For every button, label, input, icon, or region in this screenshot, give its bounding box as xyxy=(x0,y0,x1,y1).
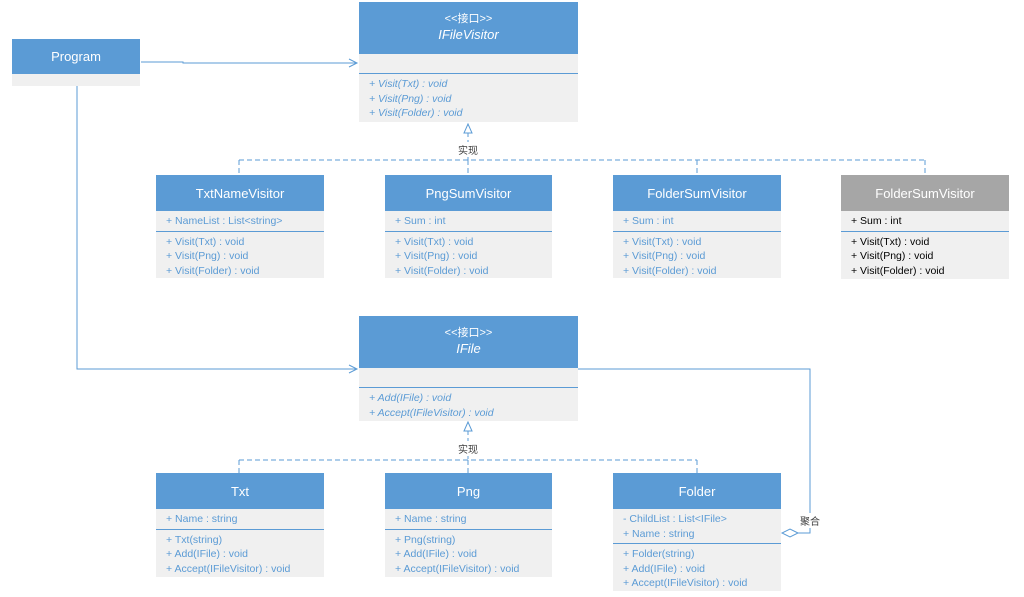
class-name: Program xyxy=(51,49,101,64)
class-name: FolderSumVisitor xyxy=(875,185,975,201)
operation-section: + Folder(string) + Add(IFile) : void + A… xyxy=(613,544,781,591)
attribute-row: + Name : string xyxy=(166,513,238,525)
operation-row: + Folder(string) xyxy=(623,548,695,560)
class-txt[interactable]: Txt + Name : string + Txt(string) + Add(… xyxy=(156,473,324,577)
operation-row: + Visit(Folder) : void xyxy=(166,264,260,277)
operation-row: + Add(IFile) : void xyxy=(395,548,477,560)
program-to-ifilevisitor-arrowhead xyxy=(348,58,359,68)
attribute-row: - ChildList : List<IFile> xyxy=(623,513,727,525)
attribute-section: + Name : string xyxy=(156,509,324,530)
class-program-header: Program xyxy=(12,39,140,74)
operation-row: + Visit(Txt) : void xyxy=(166,235,245,248)
attribute-section: + Name : string xyxy=(385,509,552,530)
realization-label-bottom: 实现 xyxy=(458,441,478,456)
operation-row: + Add(IFile) : void xyxy=(166,548,248,560)
class-folder-header: Folder xyxy=(613,473,781,509)
class-folder[interactable]: Folder - ChildList : List<IFile> + Name … xyxy=(613,473,781,591)
aggregation-diamond xyxy=(780,528,800,538)
operation-section: + Png(string) + Add(IFile) : void + Acce… xyxy=(385,530,552,577)
class-name: FolderSumVisitor xyxy=(647,185,747,201)
operation-row: + Visit(Png) : void xyxy=(369,92,452,105)
operation-row: + Visit(Png) : void xyxy=(395,250,478,262)
class-name: PngSumVisitor xyxy=(425,185,512,201)
attribute-section: + Sum : int xyxy=(613,211,781,232)
realization-top-triangle xyxy=(463,122,473,134)
operation-row: + Accept(IFileVisitor) : void xyxy=(369,406,494,419)
operation-section: + Txt(string) + Add(IFile) : void + Acce… xyxy=(156,530,324,577)
operation-row: + Visit(Png) : void xyxy=(623,250,706,262)
attribute-row: + Name : string xyxy=(623,527,695,540)
realization-bottom-triangle xyxy=(463,420,473,432)
stereotype-label: <<接口>> xyxy=(444,13,493,25)
operation-section: + Visit(Txt) : void + Visit(Png) : void … xyxy=(385,232,552,279)
operation-section: + Visit(Txt) : void + Visit(Png) : void … xyxy=(156,232,324,279)
interface-ifile[interactable]: <<接口>> IFile + Add(IFile) : void + Accep… xyxy=(359,316,578,421)
attribute-section: - ChildList : List<IFile> + Name : strin… xyxy=(613,509,781,544)
class-png-header: Png xyxy=(385,473,552,509)
operation-row: + Visit(Folder) : void xyxy=(851,264,945,277)
interface-ifilevisitor[interactable]: <<接口>> IFileVisitor + Visit(Txt) : void … xyxy=(359,2,578,122)
attribute-row: + Sum : int xyxy=(851,215,902,227)
class-name: IFileVisitor xyxy=(438,27,499,42)
attribute-row: + Sum : int xyxy=(395,215,446,227)
operation-row: + Visit(Png) : void xyxy=(851,250,934,262)
operation-row: + Visit(Folder) : void xyxy=(369,107,463,119)
class-name: Folder xyxy=(678,483,716,499)
class-txtnamevisitor-header: TxtNameVisitor xyxy=(156,175,324,211)
operation-section: + Add(IFile) : void + Accept(IFileVisito… xyxy=(359,388,578,420)
program-to-ifile-line xyxy=(76,86,357,370)
program-to-ifilevisitor-line xyxy=(141,61,357,64)
stereotype-label: <<接口>> xyxy=(444,327,493,339)
attribute-section: + Sum : int xyxy=(385,211,552,232)
operation-row: + Visit(Txt) : void xyxy=(369,78,448,90)
class-pngsumvisitor[interactable]: PngSumVisitor + Sum : int + Visit(Txt) :… xyxy=(385,175,552,278)
attribute-section: + NameList : List<string> xyxy=(156,211,324,232)
operation-row: + Visit(Png) : void xyxy=(166,250,249,262)
realization-label-top: 实现 xyxy=(458,142,478,157)
attribute-row: + Sum : int xyxy=(623,215,674,227)
operation-row: + Accept(IFileVisitor) : void xyxy=(395,562,520,575)
class-name: Png xyxy=(456,483,481,499)
class-foldersumvisitor-header: FolderSumVisitor xyxy=(613,175,781,211)
operation-row: + Accept(IFileVisitor) : void xyxy=(623,577,748,589)
operation-row: + Visit(Folder) : void xyxy=(395,264,489,277)
class-foldersumvisitor-gray[interactable]: FolderSumVisitor + Sum : int + Visit(Txt… xyxy=(841,175,1009,279)
operation-row: + Visit(Folder) : void xyxy=(623,264,717,277)
class-name: Txt xyxy=(230,483,250,499)
class-name: TxtNameVisitor xyxy=(195,185,285,201)
class-txt-header: Txt xyxy=(156,473,324,509)
class-name: IFile xyxy=(456,341,481,356)
class-foldersumvisitor[interactable]: FolderSumVisitor + Sum : int + Visit(Txt… xyxy=(613,175,781,278)
operation-row: + Visit(Txt) : void xyxy=(851,235,930,248)
operation-section: + Visit(Txt) : void + Visit(Png) : void … xyxy=(841,232,1009,279)
operation-row: + Accept(IFileVisitor) : void xyxy=(166,562,291,575)
attribute-section: + Sum : int xyxy=(841,211,1009,232)
class-txtnamevisitor[interactable]: TxtNameVisitor + NameList : List<string>… xyxy=(156,175,324,278)
class-pngsumvisitor-header: PngSumVisitor xyxy=(385,175,552,211)
program-to-ifile-arrowhead xyxy=(348,364,359,374)
operation-row: + Visit(Txt) : void xyxy=(395,235,474,248)
interface-ifilevisitor-header: <<接口>> IFileVisitor xyxy=(359,2,578,54)
attribute-row: + NameList : List<string> xyxy=(166,215,283,227)
aggregation-label: 聚合 xyxy=(800,513,820,528)
operation-section: + Visit(Txt) : void + Visit(Png) : void … xyxy=(613,232,781,279)
attribute-section xyxy=(359,368,578,388)
operation-row: + Txt(string) xyxy=(166,533,223,546)
aggregation-line xyxy=(578,368,811,534)
operation-row: + Add(IFile) : void xyxy=(369,392,452,404)
attribute-section xyxy=(359,54,578,74)
operation-row: + Add(IFile) : void xyxy=(623,562,705,575)
interface-ifile-header: <<接口>> IFile xyxy=(359,316,578,368)
operation-row: + Png(string) xyxy=(395,533,456,546)
class-foldersumvisitor-gray-header: FolderSumVisitor xyxy=(841,175,1009,211)
realization-visitors xyxy=(238,132,926,175)
class-png[interactable]: Png + Name : string + Png(string) + Add(… xyxy=(385,473,552,577)
class-program[interactable]: Program xyxy=(12,39,140,86)
operation-section: + Visit(Txt) : void + Visit(Png) : void … xyxy=(359,74,578,121)
attribute-row: + Name : string xyxy=(395,513,467,525)
operation-row: + Visit(Txt) : void xyxy=(623,235,702,248)
